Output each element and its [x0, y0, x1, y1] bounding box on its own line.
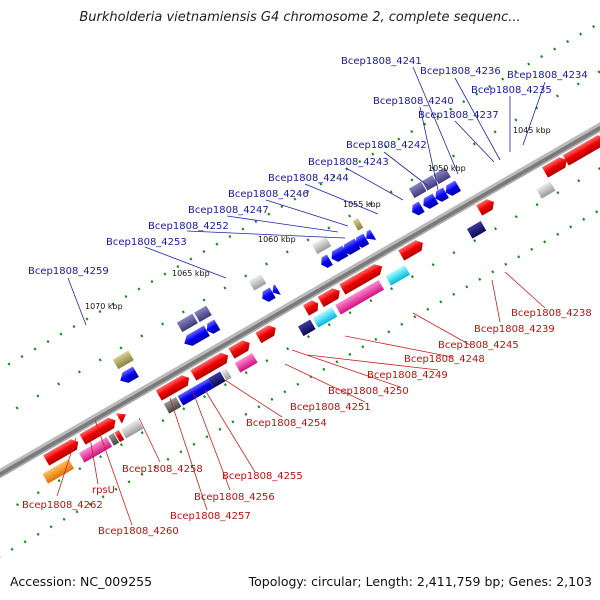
tick-1050: 1050 kbp [428, 164, 466, 173]
gene-4240 [352, 218, 364, 231]
label-4259: Bcep1808_4259 [28, 266, 109, 277]
lower-gene-labels: Bcep1808_4238 Bcep1808_4239 Bcep1808_424… [22, 308, 592, 537]
gene-4252 [248, 274, 267, 291]
gene-4250 [317, 288, 340, 308]
label-4258: Bcep1808_4258 [122, 464, 203, 475]
label-4244: Bcep1808_4244 [268, 173, 349, 184]
forward-strand-genes [43, 135, 600, 466]
tick-1060: 1060 kbp [258, 235, 296, 244]
gene-4255 [255, 325, 276, 344]
gene-pink-2 [234, 353, 258, 373]
gene-4245 [398, 240, 423, 261]
label-rpsU: rpsU [92, 485, 115, 496]
gene-4235 [408, 181, 427, 199]
gene-4256 [228, 340, 250, 359]
gene-4249 [339, 264, 383, 295]
gene-cyan [312, 307, 338, 328]
map-title: Burkholderia vietnamiensis G4 chromosome… [79, 10, 521, 25]
inner-tick-track [0, 151, 600, 574]
label-4253: Bcep1808_4253 [106, 237, 187, 248]
gene-4257 [190, 352, 229, 381]
accession-text: Accession: NC_009255 [10, 574, 153, 589]
gene-4260 [79, 417, 116, 445]
label-4234: Bcep1808_4234 [507, 70, 588, 81]
label-4239: Bcep1808_4239 [474, 324, 555, 335]
tick-1065: 1065 kbp [172, 269, 210, 278]
gene-4251 [303, 300, 319, 316]
label-4236: Bcep1808_4236 [420, 66, 501, 77]
label-4248: Bcep1808_4248 [404, 354, 485, 365]
lower-leader-lines [56, 271, 546, 526]
label-4249: Bcep1808_4249 [367, 370, 448, 381]
gene-4242 [311, 236, 332, 255]
tick-1070: 1070 kbp [85, 302, 123, 311]
gene-4253 [176, 313, 198, 333]
label-4251: Bcep1808_4251 [290, 402, 371, 413]
label-4254: Bcep1808_4254 [246, 418, 327, 429]
tick-1055: 1055 kbp [343, 200, 381, 209]
tick-1045: 1045 kbp [513, 126, 551, 135]
gene-4262 [43, 439, 79, 466]
label-4255: Bcep1808_4255 [222, 471, 303, 482]
gene-pink-3 [335, 280, 385, 315]
lower-row-genes [42, 181, 556, 484]
gene-4247 [262, 287, 276, 302]
label-4247: Bcep1808_4247 [188, 205, 269, 216]
label-4238: Bcep1808_4238 [511, 308, 592, 319]
gene-4259 [112, 350, 134, 370]
label-4235: Bcep1808_4235 [471, 85, 552, 96]
gene-4239 [476, 199, 494, 216]
label-4262: Bcep1808_4262 [22, 500, 103, 511]
gene-rpsU [115, 413, 126, 424]
label-4245: Bcep1808_4245 [438, 340, 519, 351]
label-4252: Bcep1808_4252 [148, 221, 229, 232]
gene-cyan-2 [385, 265, 411, 286]
genome-backbone [0, 86, 600, 514]
gene-pink-1 [78, 437, 113, 463]
label-4250: Bcep1808_4250 [328, 386, 409, 397]
gene-orange [42, 459, 75, 484]
label-4243: Bcep1808_4243 [308, 157, 389, 168]
outer-tick-track [0, 10, 600, 434]
label-4237: Bcep1808_4237 [418, 110, 499, 121]
gene-4238 [466, 221, 487, 239]
gene-navy [298, 319, 316, 337]
gene-4234r [562, 135, 600, 166]
label-4256: Bcep1808_4256 [194, 492, 275, 503]
gene-4258 [155, 375, 190, 401]
genome-summary-text: Topology: circular; Length: 2,411,759 bp… [248, 574, 592, 589]
label-4260: Bcep1808_4260 [98, 526, 179, 537]
label-4246: Bcep1808_4246 [228, 189, 309, 200]
reverse-strand-genes [112, 167, 462, 383]
upper-gene-labels: Bcep1808_4241 Bcep1808_4236 Bcep1808_423… [28, 56, 588, 277]
label-4242: Bcep1808_4242 [346, 140, 427, 151]
label-4241: Bcep1808_4241 [341, 56, 422, 67]
gene-4236r [542, 157, 567, 178]
label-4257: Bcep1808_4257 [170, 511, 251, 522]
upper-leader-lines [67, 66, 546, 326]
label-4240: Bcep1808_4240 [373, 96, 454, 107]
